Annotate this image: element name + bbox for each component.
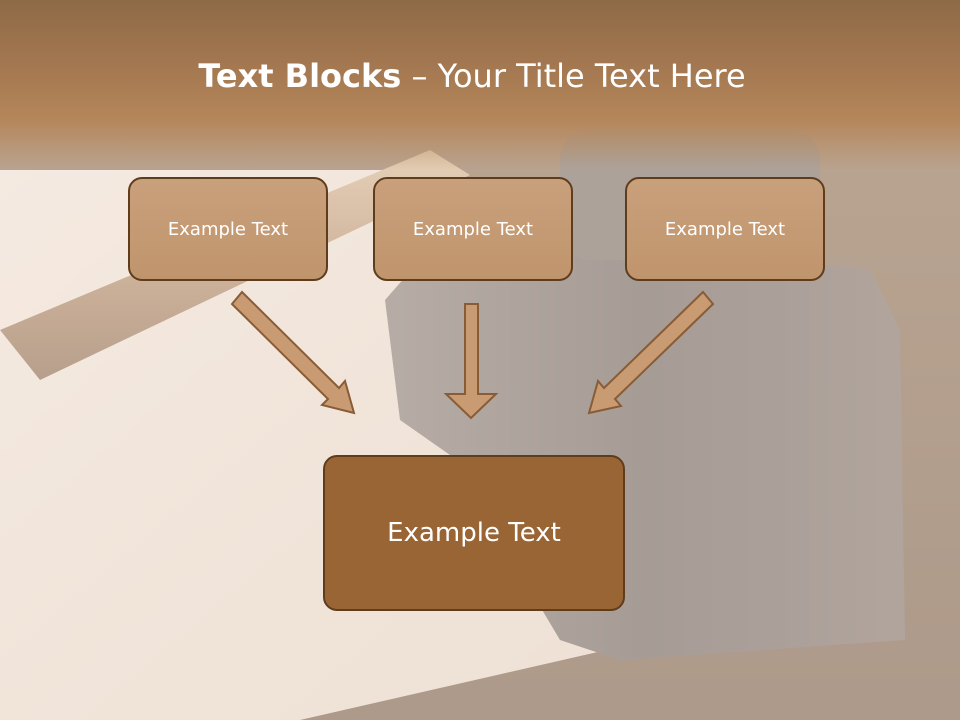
text-block-1[interactable]: Example Text [128, 177, 328, 281]
arrow-down-icon [443, 303, 499, 420]
title-band [0, 0, 960, 170]
text-block-1-label: Example Text [167, 218, 289, 240]
arrow-down-left-icon [587, 290, 715, 415]
title-rest: Your Title Text Here [437, 57, 746, 95]
text-block-2-label: Example Text [412, 218, 534, 240]
main-text-block-label: Example Text [387, 518, 561, 548]
text-block-3-label: Example Text [664, 218, 786, 240]
title-bold: Text Blocks [198, 57, 402, 95]
slide-title: Text Blocks – Your Title Text Here [0, 56, 944, 96]
arrow-down-right-icon [230, 290, 356, 415]
title-dash: – [401, 57, 438, 95]
text-block-2[interactable]: Example Text [373, 177, 573, 281]
text-block-3[interactable]: Example Text [625, 177, 825, 281]
main-text-block[interactable]: Example Text [323, 455, 625, 611]
